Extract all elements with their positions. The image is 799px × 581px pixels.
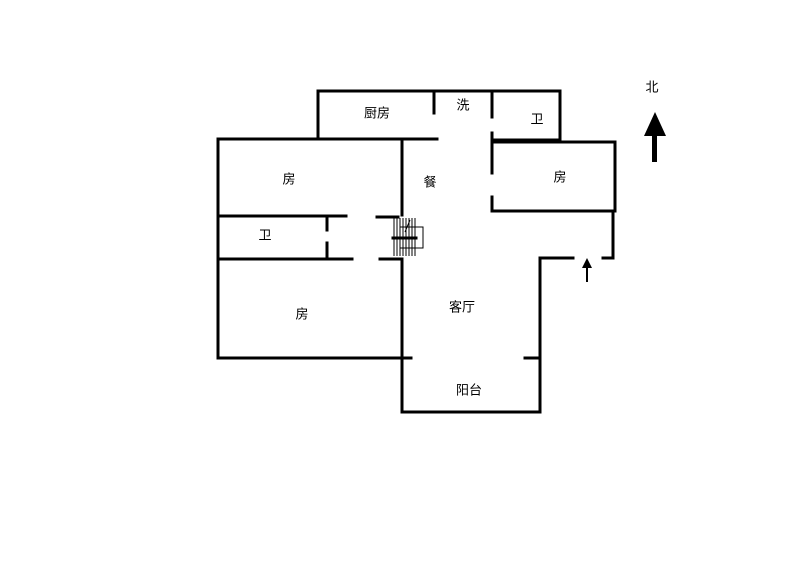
room-bedroom-nw: 房 (282, 172, 295, 188)
entrance-arrow-icon (582, 258, 592, 282)
room-living: 客厅 (449, 300, 475, 316)
north-arrow-icon (644, 112, 666, 162)
north-label: 北 (645, 81, 658, 96)
room-kitchen: 厨房 (364, 106, 390, 122)
room-bedroom-sw: 房 (295, 307, 308, 323)
room-balcony: 阳台 (456, 384, 482, 399)
room-bath-top: 卫 (530, 113, 543, 128)
room-bath-west: 卫 (258, 229, 271, 244)
room-bedroom-ne: 房 (553, 170, 566, 186)
stairs (391, 218, 424, 256)
room-wash: 洗 (456, 99, 469, 114)
walls (216, 89, 617, 414)
room-dining: 餐 (423, 175, 436, 191)
